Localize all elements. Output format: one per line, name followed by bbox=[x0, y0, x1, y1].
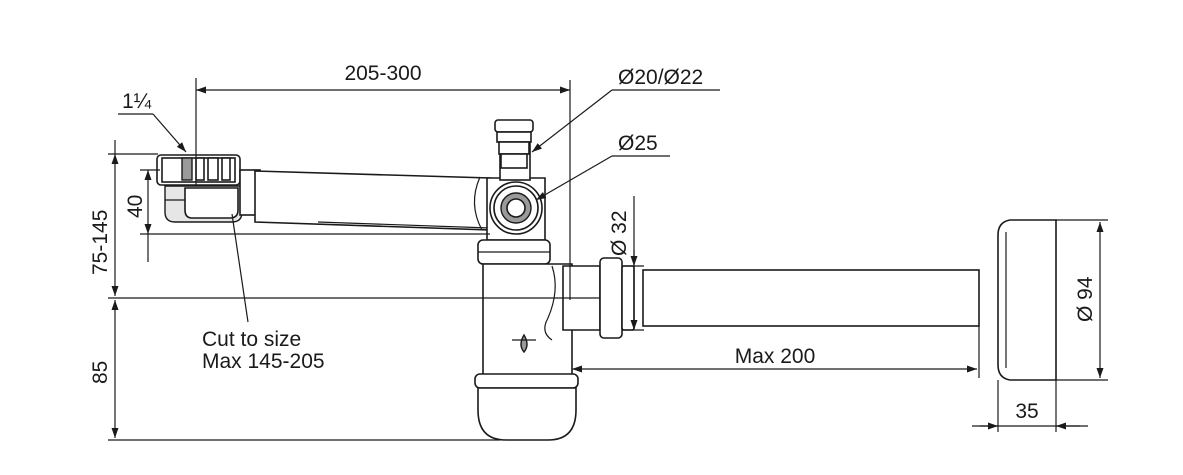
outlet-pipe bbox=[642, 269, 980, 327]
label-cut-to-size: Cut to size bbox=[202, 328, 301, 351]
dimension-max-length: Max 200 bbox=[572, 326, 980, 378]
label-side-inlet: Ø25 bbox=[618, 132, 658, 155]
siphon-body bbox=[474, 263, 579, 441]
dimension-width-range: 205-300 bbox=[195, 62, 571, 300]
dimension-rosette-diameter: Ø 94 bbox=[1056, 219, 1108, 381]
cut-to-size-note: Cut to size Max 145-205 bbox=[202, 213, 325, 373]
dimension-adjust-height: 75-145 bbox=[89, 140, 600, 299]
label-max-length: Max 200 bbox=[735, 345, 816, 368]
dimension-inlet-height: 40 bbox=[124, 169, 490, 262]
dimension-thread: 1¼ bbox=[118, 90, 187, 153]
label-pipe-diameter: Ø 32 bbox=[608, 210, 631, 256]
dimension-hose-diameter: Ø20/Ø22 bbox=[531, 66, 720, 153]
dimension-side-inlet: Ø25 bbox=[535, 132, 670, 201]
siphon-head bbox=[477, 119, 551, 265]
water-drop-logo bbox=[512, 333, 536, 354]
label-rosette-diameter: Ø 94 bbox=[1074, 276, 1097, 322]
label-base-height: 85 bbox=[89, 361, 112, 384]
outlet-valve bbox=[156, 154, 243, 223]
label-hose-diameter: Ø20/Ø22 bbox=[618, 66, 703, 89]
label-thread: 1¼ bbox=[122, 90, 152, 113]
label-inlet-height: 40 bbox=[124, 195, 147, 218]
dimension-pipe-diameter: Ø 32 bbox=[608, 196, 644, 331]
label-width-range: 205-300 bbox=[344, 62, 421, 85]
dimension-rosette-depth: 35 bbox=[972, 380, 1088, 432]
wall-rosette bbox=[997, 219, 1057, 381]
label-adjust-height: 75-145 bbox=[89, 210, 112, 275]
label-rosette-depth: 35 bbox=[1015, 400, 1038, 423]
horizontal-tube bbox=[254, 170, 493, 231]
label-cut-range: Max 145-205 bbox=[202, 350, 325, 373]
dimension-base-height: 85 bbox=[89, 300, 500, 441]
